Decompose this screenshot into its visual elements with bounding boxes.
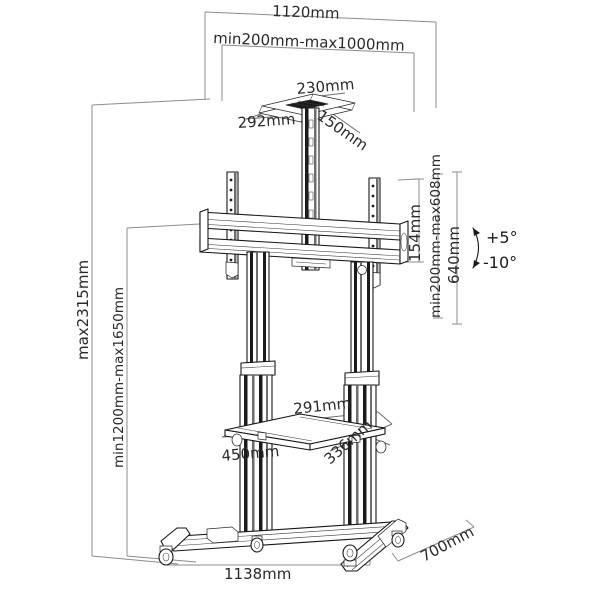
left-col-lo-sh3 [259,375,263,535]
center-post-shade-r [314,108,317,270]
height-adjust-knob [357,265,367,275]
center-post-shade-l [305,108,309,270]
right-column [343,261,380,536]
caster-hub-left [162,552,170,562]
left-col-up-sh3 [263,252,266,374]
dimline-left-max-top-leader [91,98,211,106]
caster-wheel-front [342,544,358,562]
label-plate-side: 150mm [314,107,372,155]
av-shelf [224,413,386,451]
label-tilt-down: -10° [483,253,517,272]
media-tray [291,257,331,269]
dimension-labels: 1120mm min200mm-max1000mm 230mm 292mm 15… [74,2,518,583]
dimline-bracket-leader-top [397,178,420,181]
caster-wheel-left [158,548,174,566]
dimline-base-depth-ext2 [465,519,475,528]
label-base-width: 1138mm [224,565,291,583]
left-col-up-sh2 [256,252,258,374]
caster-hub-right-rear [395,536,401,544]
label-base-depth: 700mm [417,522,477,565]
tilt-arrow-up [473,228,480,236]
label-shelf-depth: 291mm [293,394,352,418]
dimline-base-depth [397,526,475,562]
label-mount-height-range: min200mm-max608mm [428,154,444,318]
label-tilt-up: +5° [486,228,518,247]
caster-wheel-rear [250,537,264,553]
right-col-up-sh3 [367,262,370,384]
right-column-collar [344,370,380,388]
crossbar-upper-lines [199,218,401,237]
shelf-bracket-right [351,434,361,444]
right-col-up-sh1 [354,262,357,384]
tilt-arc-icon [472,227,480,269]
dimline-top-overall [204,11,437,23]
shelf-surface-lines [237,416,373,442]
hook-left [225,261,239,279]
label-top-overall-width: 1120mm [272,2,340,23]
label-plate-width: 292mm [237,110,296,132]
right-col-up-sh2 [360,262,362,384]
left-col-up-sh1 [250,252,253,374]
right-col-lo-sh4 [370,385,372,535]
top-plate-slots [291,100,325,109]
crossbar-endcap-detail [400,232,408,252]
right-col-lo-sh3 [363,385,367,535]
center-post-perforations [308,119,314,219]
shelf-front-right [309,427,386,451]
dimline-base-depth-ext1 [391,552,399,562]
dimline-top-range [221,44,415,54]
tilt-arrow-down [473,260,480,268]
left-col-lo-sh2 [252,375,255,535]
label-top-range-width: min200mm-max1000mm [213,29,405,55]
right-col-lo-sh2 [356,385,359,535]
right-col-lo-sh1 [348,385,352,535]
product-illustration [158,93,480,572]
casters [158,530,405,567]
left-column-collar [240,360,276,378]
tv-crossbars [199,208,409,265]
media-tray-line [295,261,327,265]
crossbar-lower-lines [199,243,401,261]
shelf-bracket-left [257,431,267,441]
shelf-edge-details [231,433,387,454]
top-plate-edges [258,93,356,123]
left-col-lo-sh1 [244,375,248,535]
right-collar-line [344,375,380,379]
caster-hub-front [346,548,354,558]
caster-hub-rear [254,541,260,549]
top-plate-assembly [258,93,356,123]
shelf-knob-right [375,440,387,454]
left-column [239,251,276,536]
caster-wheel-right-rear [391,532,405,548]
dimension-lines [91,11,475,566]
shelf-knob-left [231,433,243,447]
label-left-max-height: max2315mm [74,260,92,360]
label-bracket-height: 154mm [406,204,424,262]
left-collar-line [240,365,276,369]
crossbar-endcap-left [199,208,209,253]
label-plate-depth: 230mm [296,75,355,98]
label-right-overall-height: 640mm [445,226,463,284]
dimline-plate-side [329,111,361,134]
dimline-shelf-depth-ext [377,411,393,425]
label-left-height-range: min1200mm-max1650mm [111,287,127,468]
rear-leg-junction [206,526,239,544]
label-shelf-width: 450mm [221,442,280,465]
left-col-lo-sh4 [266,375,268,535]
